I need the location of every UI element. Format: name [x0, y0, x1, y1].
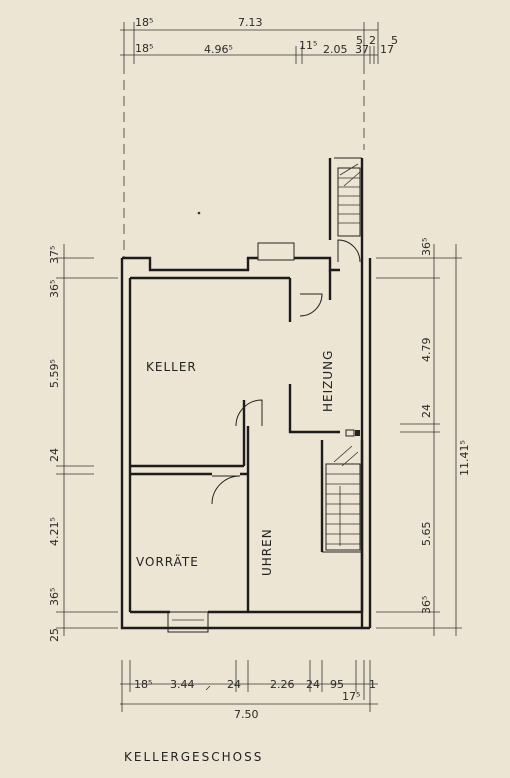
- dim-left-559: 5.59⁵: [48, 359, 61, 388]
- dim-left-375: 37⁵: [48, 246, 61, 264]
- dim-bottom-1: 1: [369, 678, 376, 691]
- drawing-title: KELLERGESCHOSS: [124, 750, 264, 764]
- dim-top-17: 17: [380, 43, 394, 56]
- dim-left-421: 4.21⁵: [48, 517, 61, 546]
- dim-left-24: 24: [48, 448, 61, 462]
- walls: [120, 157, 372, 633]
- dim-bottom-226: 2.26: [270, 678, 295, 691]
- right-dimension-chain: 36⁵ 4.79 24 5.65 36⁵ 11.41⁵: [376, 238, 471, 636]
- dim-right-565: 5.65: [420, 522, 433, 547]
- dim-bottom-24b: 24: [306, 678, 320, 691]
- dim-right-365b: 36⁵: [420, 596, 433, 614]
- dim-top-2: 2: [369, 34, 376, 47]
- dim-right-365a: 36⁵: [420, 238, 433, 256]
- dim-top-18a: 18⁵: [135, 16, 153, 29]
- dim-top-18b: 18⁵: [135, 42, 153, 55]
- upper-stair: [337, 163, 361, 237]
- dim-left-365a: 36⁵: [48, 280, 61, 298]
- dim-top-5b: 5: [391, 34, 398, 47]
- dim-bottom-344: 3.44: [170, 678, 195, 691]
- dim-right-479: 4.79: [420, 338, 433, 363]
- dim-top-496: 4.96⁵: [204, 43, 233, 56]
- dim-bottom-95: 95: [330, 678, 344, 691]
- dim-left-25: 25: [48, 628, 61, 642]
- dim-left-365b: 36⁵: [48, 588, 61, 606]
- dim-top-37: 37: [355, 43, 369, 56]
- room-label-vorraete: VORRÄTE: [136, 554, 199, 569]
- dim-bottom-total: 7.50: [234, 708, 259, 721]
- room-label-heizung: HEIZUNG: [321, 350, 335, 412]
- dim-top-205: 2.05: [323, 43, 348, 56]
- top-dimension-chain: 18⁵ 7.13 18⁵ 4.96⁵ 11⁵ 2.05 5 2 5 37 17: [120, 16, 398, 64]
- door-swings: [211, 239, 361, 505]
- bottom-dimension-chain: 18⁵ 3.44 24 2.26 24 95 1 17⁵ 7.50: [120, 660, 378, 721]
- room-label-uhren: UHREN: [260, 528, 274, 576]
- lower-stair: [325, 429, 361, 551]
- dim-right-24: 24: [420, 404, 433, 418]
- dim-top-11: 11⁵: [299, 39, 317, 52]
- left-dimension-chain: 37⁵ 36⁵ 5.59⁵ 24 4.21⁵ 36⁵ 25: [48, 244, 118, 642]
- dim-right-total: 11.41⁵: [458, 440, 471, 476]
- dim-bottom-17: 17⁵: [342, 690, 360, 703]
- room-label-keller: KELLER: [146, 360, 197, 374]
- dim-top-total: 7.13: [238, 16, 263, 29]
- dim-bottom-18: 18⁵: [134, 678, 152, 691]
- dim-bottom-24a: 24: [227, 678, 241, 691]
- property-lines: [123, 64, 365, 258]
- dim-top-5: 5: [356, 34, 363, 47]
